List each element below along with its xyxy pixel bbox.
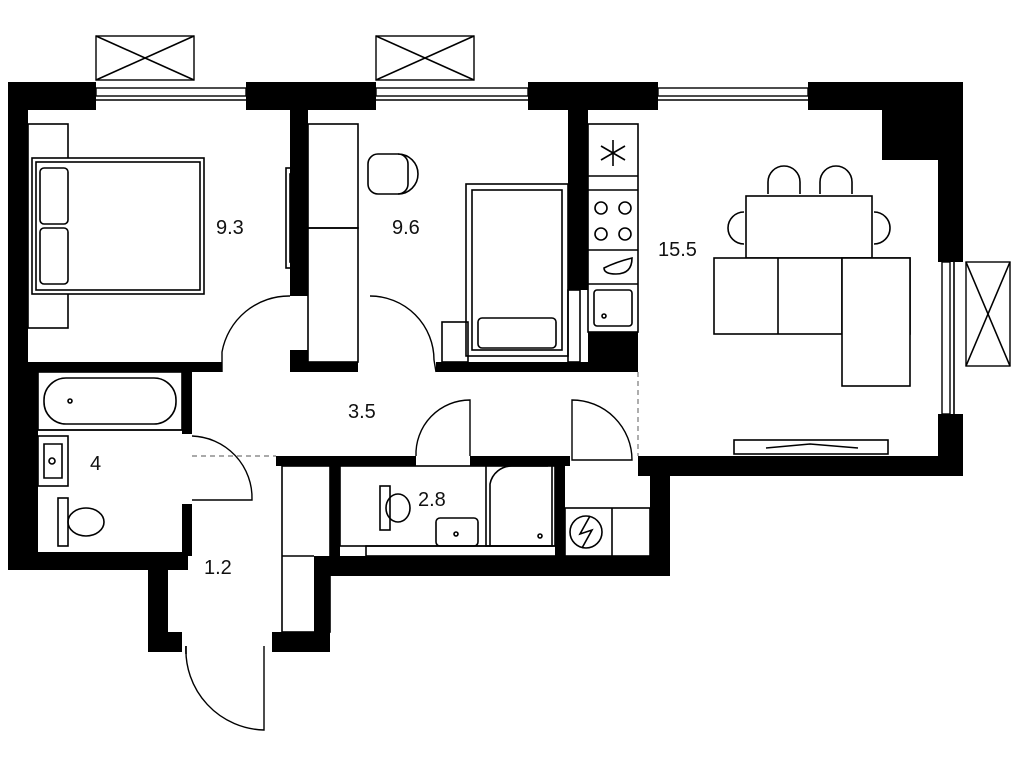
dining-table-icon bbox=[727, 165, 891, 259]
bathroom bbox=[37, 371, 183, 547]
door-icon bbox=[369, 295, 437, 373]
room-area-bedroom-1: 9.3 bbox=[216, 217, 244, 239]
room-area-kitchen-living: 15.5 bbox=[658, 239, 697, 261]
room-area-bathroom: 4 bbox=[90, 453, 101, 475]
single-bed-icon bbox=[465, 183, 569, 357]
kitchen-living bbox=[587, 123, 911, 455]
room-area-bedroom-2: 9.6 bbox=[392, 217, 420, 239]
window-bedroom-1 bbox=[95, 35, 247, 101]
walls bbox=[8, 82, 963, 652]
bedroom-1 bbox=[27, 123, 301, 372]
shower-tray-icon bbox=[485, 461, 553, 547]
door-icon bbox=[221, 295, 291, 372]
utility-closet bbox=[564, 507, 651, 557]
toilet-icon bbox=[57, 497, 105, 547]
hallway bbox=[191, 372, 639, 501]
bathtub-icon bbox=[37, 371, 183, 431]
sink-icon bbox=[435, 517, 479, 547]
room-area-toilet: 2.8 bbox=[418, 489, 446, 511]
door-icon bbox=[415, 399, 471, 457]
toilet-icon bbox=[379, 485, 411, 531]
tv-stand-icon bbox=[733, 439, 889, 455]
stove-icon bbox=[594, 201, 632, 241]
sink-icon bbox=[593, 289, 633, 327]
entrance bbox=[185, 465, 331, 731]
sink-icon bbox=[37, 435, 69, 487]
chair-icon bbox=[367, 153, 419, 195]
sofa-icon bbox=[713, 257, 911, 387]
door-icon bbox=[191, 435, 253, 501]
bedroom-2 bbox=[307, 123, 581, 373]
room-area-hallway: 3.5 bbox=[348, 401, 376, 423]
area-labels: 9.3 9.6 15.5 3.5 4 2.8 1.2 bbox=[90, 217, 697, 579]
window-bedroom-2 bbox=[375, 35, 529, 101]
window-kitchen-right bbox=[941, 261, 1011, 415]
door-icon bbox=[571, 399, 633, 461]
bed-icon bbox=[31, 157, 205, 295]
toilet-room bbox=[339, 461, 557, 557]
door-icon bbox=[185, 645, 265, 731]
snowflake-icon bbox=[600, 140, 626, 166]
electric-panel-icon bbox=[569, 515, 603, 549]
room-area-entrance: 1.2 bbox=[204, 557, 232, 579]
window-kitchen-top bbox=[657, 87, 809, 101]
